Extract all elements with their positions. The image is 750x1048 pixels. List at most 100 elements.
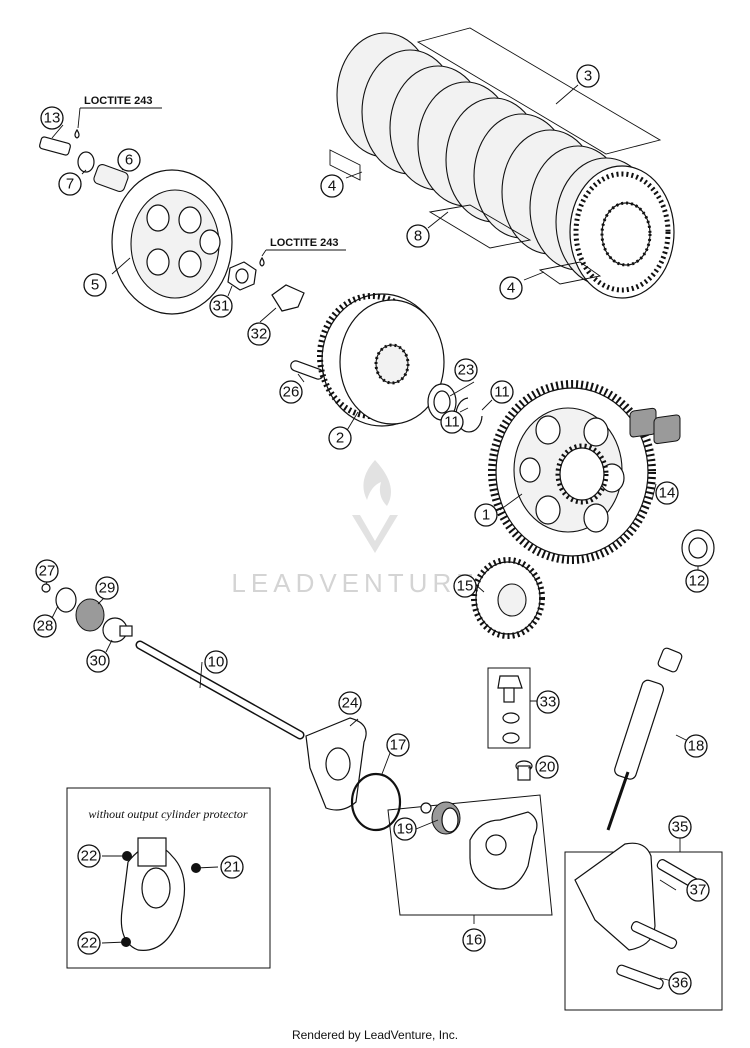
bearing-29 <box>75 598 105 632</box>
callout-8: 8 <box>406 224 430 248</box>
callout-21: 21 <box>220 855 244 879</box>
callout-12: 12 <box>685 569 709 593</box>
callout-24: 24 <box>338 691 362 715</box>
callout-32: 32 <box>247 322 271 346</box>
callout-7: 7 <box>58 172 82 196</box>
callout-5: 5 <box>83 273 107 297</box>
svg-text:37: 37 <box>690 882 707 899</box>
callout-3: 3 <box>576 64 600 88</box>
svg-text:4: 4 <box>507 280 515 297</box>
inset-panel: without output cylinder protector <box>66 787 271 969</box>
svg-text:21: 21 <box>224 859 241 876</box>
screw-20 <box>515 760 533 781</box>
svg-text:6: 6 <box>125 152 133 169</box>
leader-lines <box>45 84 699 983</box>
callout-11-upper: 11 <box>490 380 514 404</box>
pressure-plate <box>111 169 233 315</box>
svg-text:20: 20 <box>539 759 556 776</box>
callout-20: 20 <box>535 755 559 779</box>
callout-4-lower: 4 <box>499 276 523 300</box>
svg-text:26: 26 <box>283 384 300 401</box>
callout-23: 23 <box>454 358 478 382</box>
svg-text:14: 14 <box>659 485 676 502</box>
lock-washer-32 <box>271 284 305 312</box>
callout-22-lower: 22 <box>77 931 101 955</box>
needle-bearing-14b <box>653 414 681 445</box>
bleed-screw-33-assembly <box>487 667 531 749</box>
callouts: 13 6 7 5 31 32 26 2 3 4 8 4 23 11 11 1 1… <box>33 64 710 995</box>
o-ring-17 <box>350 772 402 832</box>
syringe-18 <box>606 647 683 831</box>
ball-27 <box>41 583 51 593</box>
svg-text:32: 32 <box>251 326 268 343</box>
callout-30: 30 <box>86 649 110 673</box>
svg-text:17: 17 <box>390 737 407 754</box>
svg-text:29: 29 <box>99 580 116 597</box>
spring-screw-assembly <box>39 128 129 193</box>
inset-title: without output cylinder protector <box>88 807 248 821</box>
push-rod-assembly <box>41 583 305 740</box>
svg-text:1: 1 <box>482 507 490 524</box>
callout-15: 15 <box>453 574 477 598</box>
callout-19: 19 <box>393 817 417 841</box>
clutch-disc-stack <box>329 27 675 299</box>
washer-28 <box>55 587 77 613</box>
svg-text:24: 24 <box>342 695 359 712</box>
svg-text:36: 36 <box>672 975 689 992</box>
callout-27: 27 <box>35 559 59 583</box>
pin-26 <box>290 360 324 380</box>
callout-6: 6 <box>117 148 141 172</box>
callout-2: 2 <box>328 426 352 450</box>
svg-text:30: 30 <box>90 653 107 670</box>
svg-text:18: 18 <box>688 738 705 755</box>
svg-text:10: 10 <box>208 654 225 671</box>
callout-1: 1 <box>474 503 498 527</box>
protector-35-assembly <box>564 842 723 1011</box>
svg-text:27: 27 <box>39 563 56 580</box>
svg-text:16: 16 <box>466 932 483 949</box>
clutch-spring-6 <box>93 163 129 193</box>
svg-text:23: 23 <box>458 362 475 379</box>
watermark-text: LEADVENTURE <box>231 568 478 598</box>
screw-13 <box>39 136 71 156</box>
svg-text:7: 7 <box>66 176 74 193</box>
footer-credit: Rendered by LeadVenture, Inc. <box>292 1028 458 1042</box>
callout-36: 36 <box>668 971 692 995</box>
needle-bearing-14 <box>629 407 657 438</box>
callout-14: 14 <box>655 481 679 505</box>
callout-28: 28 <box>33 614 57 638</box>
callout-17: 17 <box>386 733 410 757</box>
inner-clutch-hub <box>317 293 445 427</box>
callout-22-upper: 22 <box>77 844 101 868</box>
callout-4-upper: 4 <box>320 174 344 198</box>
gear-15 <box>471 557 545 639</box>
svg-text:22: 22 <box>81 935 98 952</box>
primary-gear-basket <box>488 380 656 564</box>
slave-cylinder-16-assembly <box>387 794 553 916</box>
bolt-36 <box>616 964 664 990</box>
callout-31: 31 <box>209 294 233 318</box>
callout-33: 33 <box>536 690 560 714</box>
callout-26: 26 <box>279 380 303 404</box>
bolt-middle <box>630 921 678 949</box>
callout-11-lower: 11 <box>440 410 464 434</box>
svg-text:11: 11 <box>444 414 460 431</box>
callout-16: 16 <box>462 928 486 952</box>
loctite-label: LOCTITE 243 <box>270 237 338 249</box>
watermark: LEADVENTURE <box>231 460 478 598</box>
loctite-annotation-2: LOCTITE 243 <box>261 237 346 257</box>
svg-text:12: 12 <box>689 573 706 590</box>
disc-center-hole <box>601 202 651 266</box>
svg-text:33: 33 <box>540 694 557 711</box>
loctite-label: LOCTITE 243 <box>84 95 152 107</box>
svg-text:2: 2 <box>336 430 344 447</box>
disc-friction-lining <box>573 171 671 293</box>
loctite-drop-icon <box>259 256 265 267</box>
svg-text:5: 5 <box>91 277 99 294</box>
nut-washer-assembly <box>227 256 305 312</box>
svg-text:3: 3 <box>584 68 592 85</box>
callout-10: 10 <box>204 650 228 674</box>
loctite-drop-icon <box>74 128 80 139</box>
callout-13: 13 <box>40 106 64 130</box>
